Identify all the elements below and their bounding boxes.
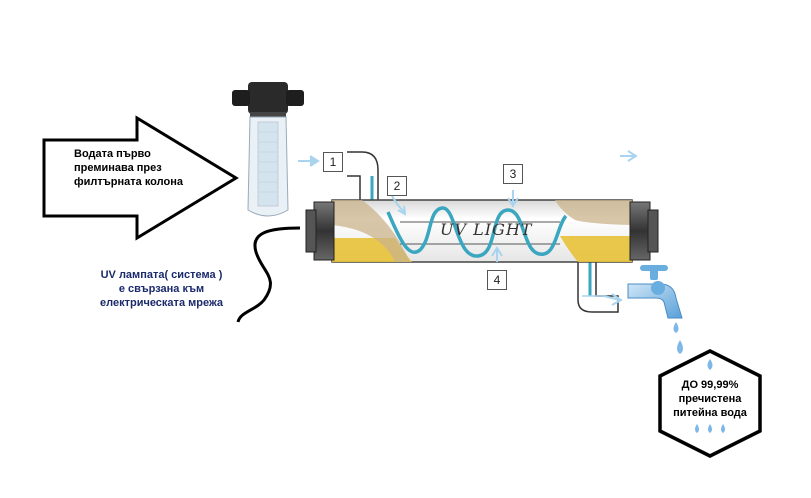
water-drop-icon	[673, 322, 683, 354]
power-cable	[236, 226, 301, 323]
inlet-arrow-label: Водата първо преминава през филтърната к…	[74, 147, 183, 189]
power-note-line: електрическата мрежа	[100, 297, 223, 309]
power-note-line: UV лампата( система )	[100, 269, 223, 281]
result-badge-label: ДО 99,99% пречистена питейна вода	[664, 378, 756, 420]
inlet-arrow-shape	[42, 115, 239, 241]
inlet-arrow-line: Водата първо	[74, 148, 151, 160]
result-hexagon	[658, 349, 762, 458]
result-badge-line: питейна вода	[673, 407, 747, 419]
hexagon-drop-icons	[695, 359, 725, 433]
flow-arrows	[298, 150, 638, 306]
step-2-box: 2	[387, 176, 407, 196]
power-note-line: е свързана към	[118, 283, 205, 295]
outlet-pipe	[577, 258, 619, 313]
result-badge-line: пречистена	[678, 393, 742, 405]
step-1-box: 1	[323, 152, 343, 172]
step-3-box: 3	[503, 164, 523, 184]
uv-tube-label: UV LIGHT	[440, 220, 533, 239]
uv-tube-icon	[305, 199, 659, 263]
power-note-label: UV лампата( система ) е свързана към еле…	[100, 268, 223, 310]
result-badge-line: ДО 99,99%	[681, 379, 739, 391]
filter-housing-icon	[232, 82, 304, 217]
inlet-arrow-line: филтърната колона	[74, 176, 183, 188]
inlet-arrow-line: преминава през	[74, 162, 162, 174]
step-4-box: 4	[487, 270, 507, 290]
water-tap-icon	[627, 265, 683, 319]
